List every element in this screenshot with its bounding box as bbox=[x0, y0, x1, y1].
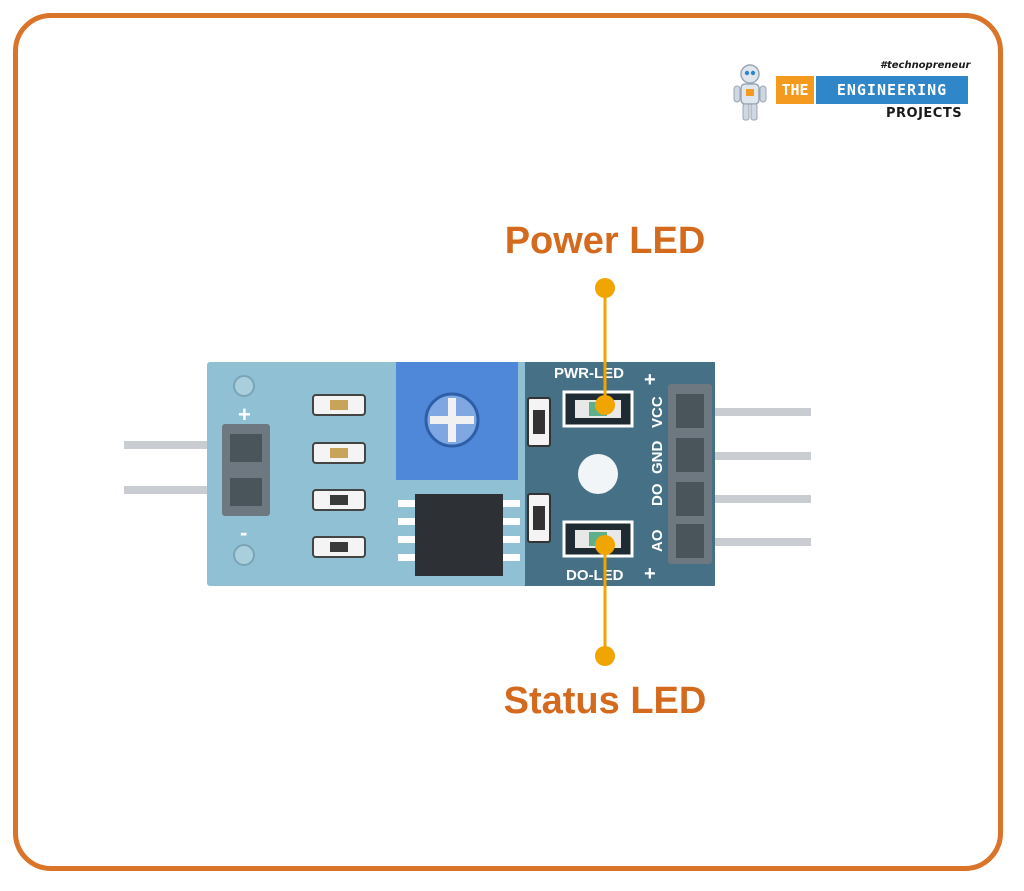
board-plus-left: + bbox=[238, 402, 251, 427]
right-header-block bbox=[668, 384, 712, 564]
status-led-callout: Status LED bbox=[503, 680, 707, 722]
pin-label-vcc: VCC bbox=[649, 396, 666, 428]
mounting-hole bbox=[233, 375, 255, 397]
power-led-callout: Power LED bbox=[504, 220, 706, 262]
robot-icon bbox=[733, 64, 767, 121]
pin-label-gnd: GND bbox=[649, 441, 666, 475]
logo-tagline: #technopreneur bbox=[880, 60, 971, 71]
do-led-label: DO-LED bbox=[566, 567, 624, 584]
logo-word-engineering: ENGINEERING bbox=[816, 76, 968, 104]
board-plus-top: + bbox=[644, 369, 656, 391]
pin-label-ao: AO bbox=[649, 529, 666, 552]
logo-word-projects: PROJECTS bbox=[886, 106, 963, 121]
right-header-pins bbox=[705, 408, 811, 546]
logo-word-the: THE bbox=[776, 76, 814, 104]
mounting-hole bbox=[233, 544, 255, 566]
board-minus-left: - bbox=[240, 520, 247, 545]
power-led-pointer bbox=[595, 278, 615, 415]
pin-label-do: DO bbox=[649, 483, 666, 506]
left-header-pins bbox=[124, 441, 234, 494]
mounting-hole bbox=[578, 454, 618, 494]
board-plus-bottom: + bbox=[644, 563, 656, 585]
ic-chip bbox=[415, 494, 503, 576]
engineering-projects-logo: #technopreneur THE ENGINEERING PROJECTS bbox=[728, 60, 978, 126]
status-led-pointer bbox=[595, 535, 615, 666]
pwr-led-label: PWR-LED bbox=[554, 365, 624, 382]
